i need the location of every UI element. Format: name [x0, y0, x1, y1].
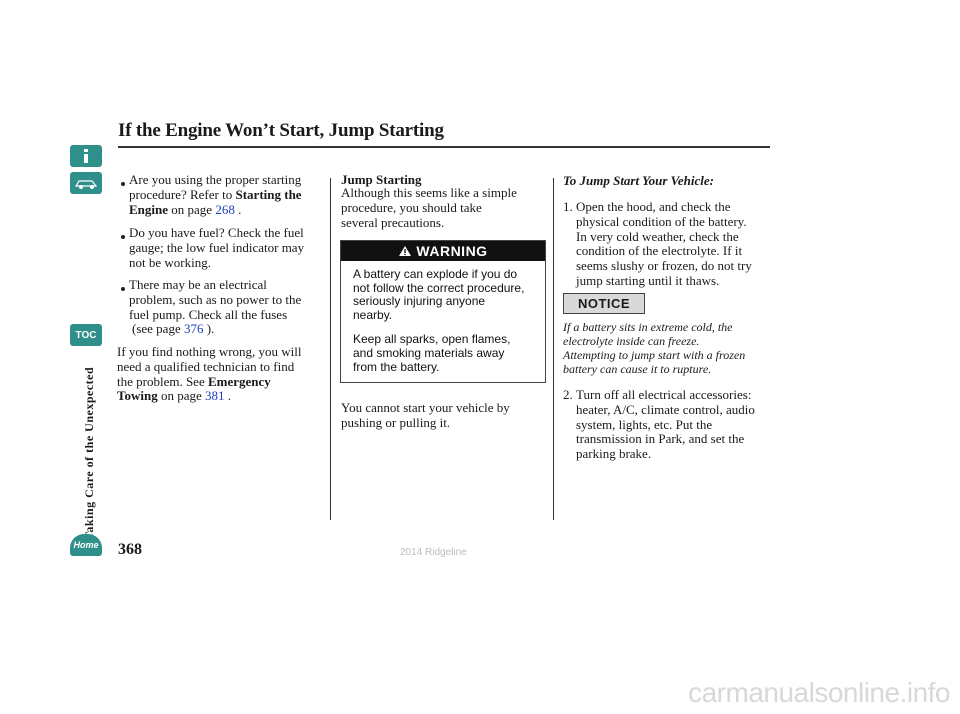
section-heading: Jump Starting	[341, 172, 422, 187]
warning-icon	[399, 246, 412, 256]
bullet-icon	[121, 235, 125, 239]
page-title: If the Engine Won’t Start, Jump Starting	[118, 120, 444, 141]
step-number: 1.	[563, 199, 573, 214]
bullet-item: Do you have fuel? Check the fuel gauge; …	[129, 225, 305, 270]
outro-paragraph: You cannot start your vehicle by pushing…	[341, 400, 510, 430]
watermark: carmanualsonline.info	[688, 677, 950, 708]
info-icon[interactable]	[70, 145, 102, 167]
bullet-item: Are you using the proper starting proced…	[129, 172, 302, 217]
notice-text: If a battery sits in extreme cold, the e…	[563, 320, 746, 376]
home-button[interactable]: Home	[70, 534, 102, 556]
title-rule	[118, 146, 770, 148]
page-link[interactable]: 268	[215, 201, 235, 217]
warning-text: A battery can explode if you do not foll…	[353, 267, 525, 374]
column-divider	[553, 178, 554, 520]
bullet-icon	[121, 182, 125, 186]
toc-button[interactable]: TOC	[70, 324, 102, 346]
warning-box: WARNING A battery can explode if you do …	[340, 240, 546, 383]
intro-paragraph: Although this seems like a simple proced…	[341, 185, 517, 230]
notice-label: NOTICE	[563, 293, 645, 314]
step-text: Turn off all electrical accessories: hea…	[576, 387, 755, 462]
bullet-item: There may be an electrical problem, such…	[129, 277, 302, 337]
page-number: 368	[118, 541, 142, 558]
page-link[interactable]: 376	[183, 321, 204, 337]
model-label: 2014 Ridgeline	[400, 547, 467, 558]
step-number: 2.	[563, 387, 573, 402]
step-text: Open the hood, and check the physical co…	[576, 199, 752, 288]
section-label: Taking Care of the Unexpected	[82, 366, 96, 540]
page-link[interactable]: 381	[205, 388, 225, 404]
troubleshoot-paragraph: If you find nothing wrong, you will need…	[117, 344, 302, 404]
procedure-heading: To Jump Start Your Vehicle:	[563, 173, 714, 188]
warning-header: WARNING	[341, 241, 545, 261]
vehicle-icon[interactable]	[70, 172, 102, 194]
column-divider	[330, 178, 331, 520]
bullet-icon	[121, 287, 125, 291]
